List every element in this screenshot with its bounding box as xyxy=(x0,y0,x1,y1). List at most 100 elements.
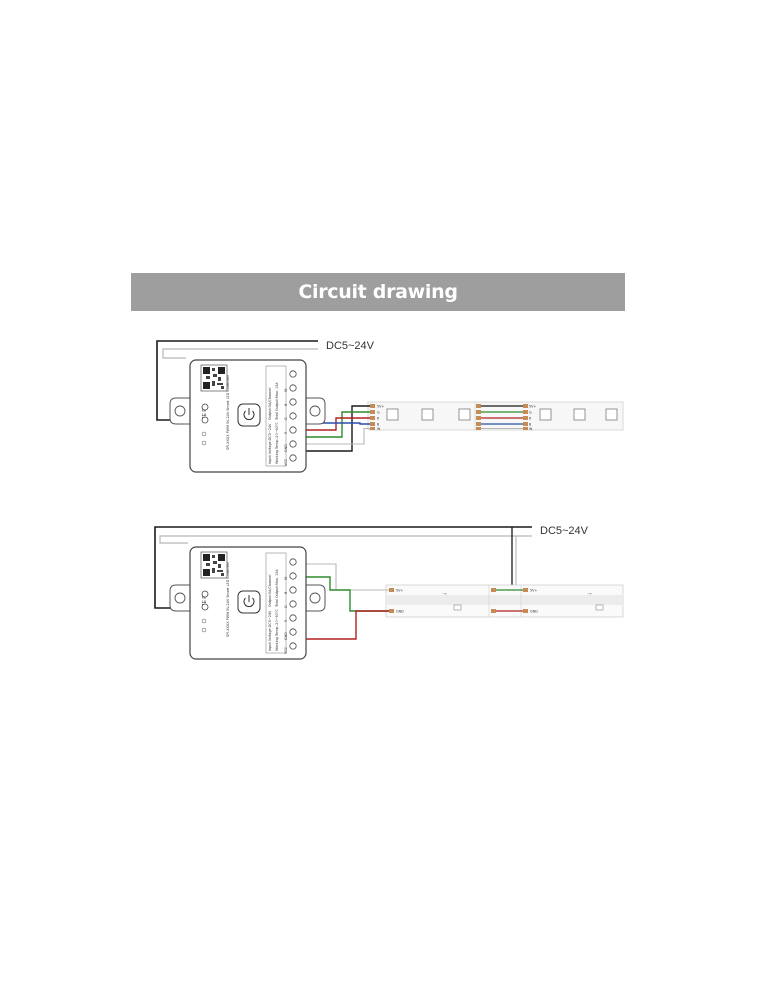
mounting-hole xyxy=(174,405,186,417)
spec-line: Total Output:Max. 15A xyxy=(275,382,279,421)
power-button-icon[interactable] xyxy=(237,403,261,427)
junction-jumper-wires xyxy=(496,589,523,612)
section-header: Circuit drawing xyxy=(131,273,625,311)
solder-pad xyxy=(523,588,528,592)
input-terminals xyxy=(201,590,209,611)
led-chip xyxy=(386,408,399,421)
cob-light-band xyxy=(386,595,623,605)
mounting-hole xyxy=(309,405,321,417)
solder-pad xyxy=(523,410,528,414)
spec-line: Output:5A/Channel xyxy=(268,574,272,607)
solder-pad xyxy=(370,410,375,414)
wire-red xyxy=(298,417,370,431)
solder-pad xyxy=(476,410,481,414)
terminal-screw[interactable] xyxy=(201,603,209,611)
solder-pad xyxy=(389,588,394,592)
terminal-screw[interactable] xyxy=(289,426,297,434)
solder-pad xyxy=(370,416,375,420)
solder-pad xyxy=(491,609,496,613)
terminal-screw[interactable] xyxy=(289,558,297,566)
controller-box: SPI-XXXX PWM 5V-24V Smart LED Controller… xyxy=(169,546,326,660)
terminal-screw[interactable] xyxy=(289,614,297,622)
rgbw-wiring-diagram: DC5~24V 5V+ G R B W xyxy=(0,330,771,480)
terminal-screw[interactable] xyxy=(289,384,297,392)
terminal-label: R xyxy=(284,431,288,434)
pad-label: 5V+ xyxy=(530,589,537,593)
terminal-screw[interactable] xyxy=(289,398,297,406)
wire-blue xyxy=(298,422,370,425)
solder-pads-junction: 5V+ G R B W xyxy=(476,404,536,431)
terminal-label: GND xyxy=(284,632,288,640)
spec-line: Total Output:Max. 15A xyxy=(275,569,279,608)
solder-pad xyxy=(523,422,528,426)
spec-line: Working Temp:-20~60°C xyxy=(275,422,279,464)
led-chip xyxy=(458,408,471,421)
arrow-icon: → xyxy=(441,590,448,597)
terminal-screw[interactable] xyxy=(289,642,297,650)
terminal-label: B xyxy=(284,591,288,594)
solder-pad xyxy=(523,427,528,430)
terminal-screw[interactable] xyxy=(289,600,297,608)
recycle-icon xyxy=(201,431,207,437)
mounting-hole xyxy=(309,592,321,604)
direction-arrows: → → xyxy=(441,590,593,597)
spec-label-panel: Input Voltage:DC5~24V Output:5A/Channel … xyxy=(265,365,287,467)
terminal-label: R xyxy=(284,619,288,622)
terminal-screw[interactable] xyxy=(289,412,297,420)
terminal-screw[interactable] xyxy=(289,628,297,636)
pad-label: B xyxy=(529,423,532,427)
solder-pad xyxy=(523,416,528,420)
terminal-screw[interactable] xyxy=(289,370,297,378)
solder-pads: 5V+ GND 5V+ GND xyxy=(389,588,538,614)
supply-voltage-label: DC5~24V xyxy=(326,340,375,352)
terminal-block: VCC GND R G B W xyxy=(284,558,297,654)
solder-pad xyxy=(389,609,394,613)
wire-green xyxy=(298,411,370,438)
pad-label: G xyxy=(377,411,380,415)
wire-black xyxy=(298,405,370,452)
power-button-icon[interactable] xyxy=(237,590,261,614)
input-terminals xyxy=(201,403,209,424)
terminal-screw[interactable] xyxy=(289,440,297,448)
terminal-screw[interactable] xyxy=(201,416,209,424)
certification-icons: CE FC xyxy=(201,405,208,446)
solder-pad xyxy=(370,422,375,426)
wire-white xyxy=(298,563,389,591)
rgbw-wiring-svg: DC5~24V 5V+ G R B W xyxy=(156,340,624,473)
pad-label: R xyxy=(529,417,532,421)
terminal-label: G xyxy=(284,417,288,420)
controller-box: SPI-XXXX PWM 5V-24V Smart LED Controller… xyxy=(169,359,326,473)
terminal-block: VCC GND R G B W xyxy=(284,370,297,466)
ce-mark-icon: CE FC xyxy=(202,592,208,607)
pad-label: W xyxy=(529,427,533,431)
led-chip xyxy=(605,408,618,421)
controller-output-wires xyxy=(298,563,389,640)
certification-icons: CE FC xyxy=(201,592,208,633)
wire-red xyxy=(298,610,389,640)
terminal-screw[interactable] xyxy=(289,586,297,594)
terminal-label: GND xyxy=(284,444,288,452)
supply-negative-wire xyxy=(162,348,318,359)
spec-line: Output:5A/Channel xyxy=(268,387,272,420)
spec-line: Input Voltage:DC5~24V xyxy=(268,610,272,651)
pad-label: G xyxy=(529,411,532,415)
pad-label: W xyxy=(377,427,381,431)
solder-pad xyxy=(523,609,528,613)
spec-line: Input Voltage:DC5~24V xyxy=(268,423,272,464)
led-chip xyxy=(573,408,586,421)
led-chips xyxy=(386,408,618,421)
terminal-screw[interactable] xyxy=(289,572,297,580)
terminal-screw[interactable] xyxy=(201,403,209,411)
solder-pad xyxy=(370,427,375,430)
terminal-screw[interactable] xyxy=(289,454,297,462)
solder-pad xyxy=(370,404,375,408)
wire-white xyxy=(298,427,370,445)
terminal-screw[interactable] xyxy=(201,590,209,598)
solder-pad xyxy=(476,422,481,426)
solder-pad xyxy=(476,404,481,408)
pad-label: B xyxy=(377,423,380,427)
junction-jumper-wires xyxy=(481,405,523,430)
led-chip xyxy=(421,408,434,421)
pad-label: GND xyxy=(530,610,538,614)
single-color-wiring-svg: DC5~24V → → 5V+ GND 5V+ GND xyxy=(154,525,624,660)
